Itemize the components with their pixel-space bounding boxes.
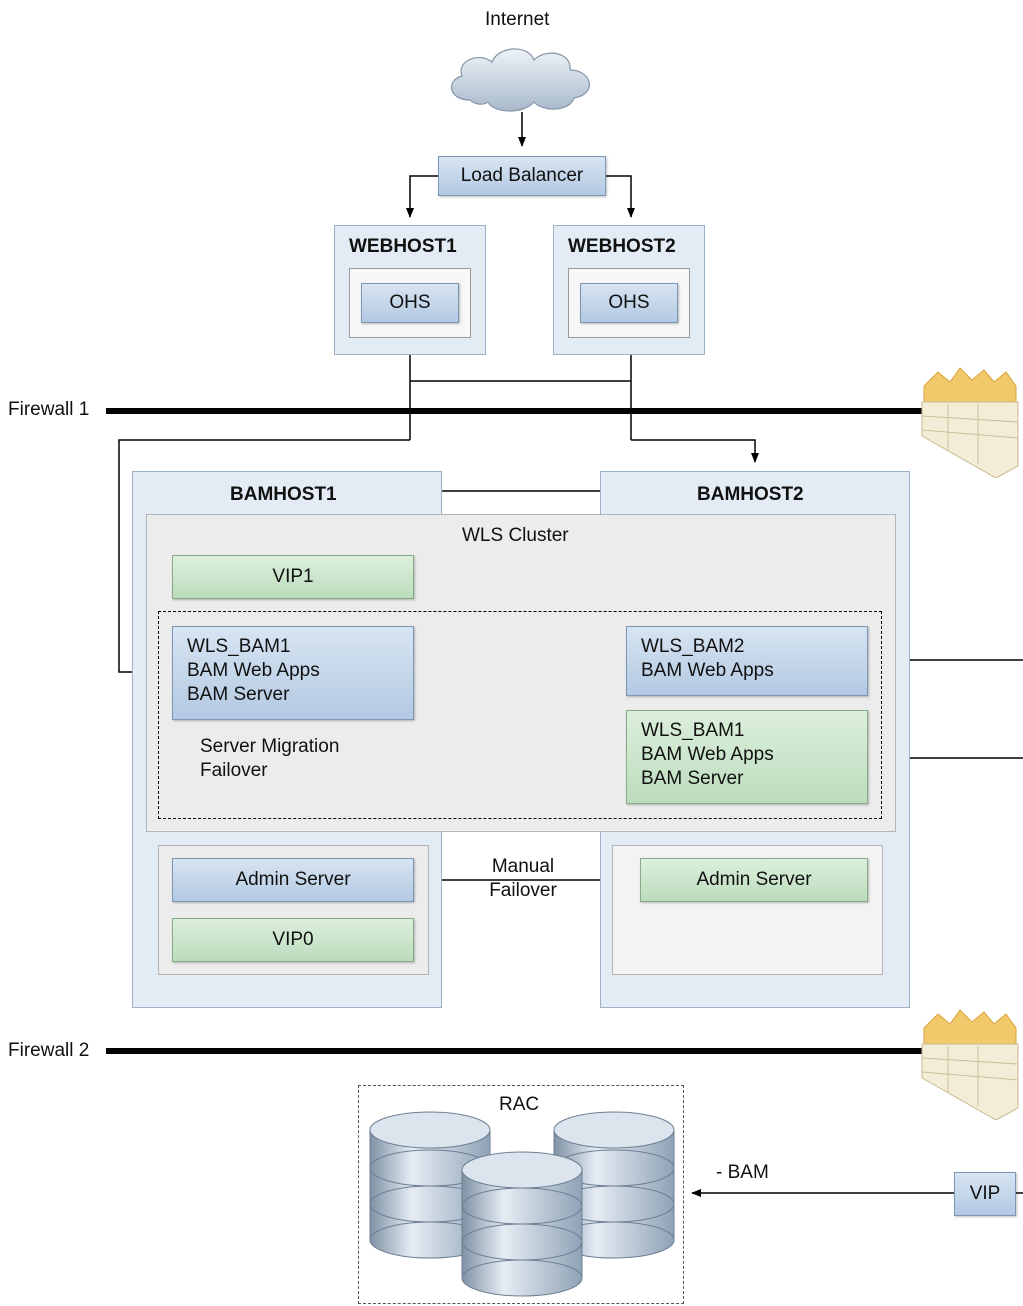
vip-box: VIP: [954, 1172, 1016, 1216]
webhost2-ohs: OHS: [580, 283, 678, 323]
webhost1-title: WEBHOST1: [349, 236, 457, 257]
webhost2-title: WEBHOST2: [568, 236, 676, 257]
firewall2-label: Firewall 2: [8, 1040, 90, 1061]
wls-bam1-name: WLS_BAM1: [187, 636, 291, 657]
firewall1-label: Firewall 1: [8, 399, 90, 420]
wls-bam1-migrated-webapps: BAM Web Apps: [641, 744, 774, 765]
server-migration-label: Server Migration Failover: [200, 735, 339, 783]
webhost2-box: WEBHOST2 OHS: [553, 225, 705, 355]
vip-label: VIP: [969, 1183, 1001, 1204]
webhost2-ohs-label: OHS: [608, 292, 650, 313]
server-migration-line1: Server Migration: [200, 736, 340, 757]
wls-bam2-webapps: BAM Web Apps: [641, 660, 774, 681]
webhost2-to-bamhost2-arrow: [631, 439, 759, 463]
webhost1-inner-panel: OHS: [349, 268, 471, 338]
wls-bam1-server: WLS_BAM1 BAM Web Apps BAM Server: [172, 626, 414, 720]
admin-server1-label: Admin Server: [235, 869, 351, 890]
wls-bam2-server: WLS_BAM2 BAM Web Apps: [626, 626, 868, 696]
webhost1-box: WEBHOST1 OHS: [334, 225, 486, 355]
firewall-icon: [921, 367, 1019, 478]
wls-bam1-bamserver: BAM Server: [187, 684, 290, 705]
bamhost1-title: BAMHOST1: [230, 484, 337, 505]
load-balancer-label: Load Balancer: [460, 165, 584, 186]
load-balancer-box: Load Balancer: [438, 156, 606, 196]
cloud-icon: [451, 48, 591, 112]
manual-failover-label: Manual Failover: [478, 855, 568, 903]
lb-to-webhost2-arrow: [606, 175, 635, 218]
bam-service-label: - BAM: [716, 1162, 769, 1183]
admin-server2-label: Admin Server: [696, 869, 812, 890]
wls-bam1-migrated-name: WLS_BAM1: [641, 720, 745, 741]
webhost1-ohs: OHS: [361, 283, 459, 323]
vip1-box: VIP1: [172, 555, 414, 599]
migration-boundary: [158, 611, 882, 819]
manual-failover-line2: Failover: [489, 880, 557, 901]
wls-cluster-label: WLS Cluster: [462, 525, 569, 546]
wls-bam1-migrated-server: WLS_BAM1 BAM Web Apps BAM Server: [626, 710, 868, 804]
rac-box: RAC: [358, 1085, 684, 1304]
admin-server1-box: Admin Server: [172, 858, 414, 902]
bamhost2-title: BAMHOST2: [697, 484, 804, 505]
admin-server2-box: Admin Server: [640, 858, 868, 902]
vip0-box: VIP0: [172, 918, 414, 962]
firewall-icon: [921, 1009, 1019, 1120]
lb-to-webhost1-arrow: [406, 175, 438, 218]
vip0-label: VIP0: [272, 929, 314, 950]
wls-bam1-migrated-bamserver: BAM Server: [641, 768, 744, 789]
internet-label: Internet: [485, 9, 550, 30]
database-icon: [369, 1111, 675, 1297]
rac-label: RAC: [499, 1094, 540, 1115]
webhost1-ohs-label: OHS: [389, 292, 431, 313]
vip1-label: VIP1: [272, 566, 314, 587]
webhost2-inner-panel: OHS: [568, 268, 690, 338]
server-migration-line2: Failover: [200, 760, 268, 781]
wls-bam1-webapps: BAM Web Apps: [187, 660, 320, 681]
manual-failover-line1: Manual: [491, 856, 555, 877]
wls-bam2-name: WLS_BAM2: [641, 636, 745, 657]
